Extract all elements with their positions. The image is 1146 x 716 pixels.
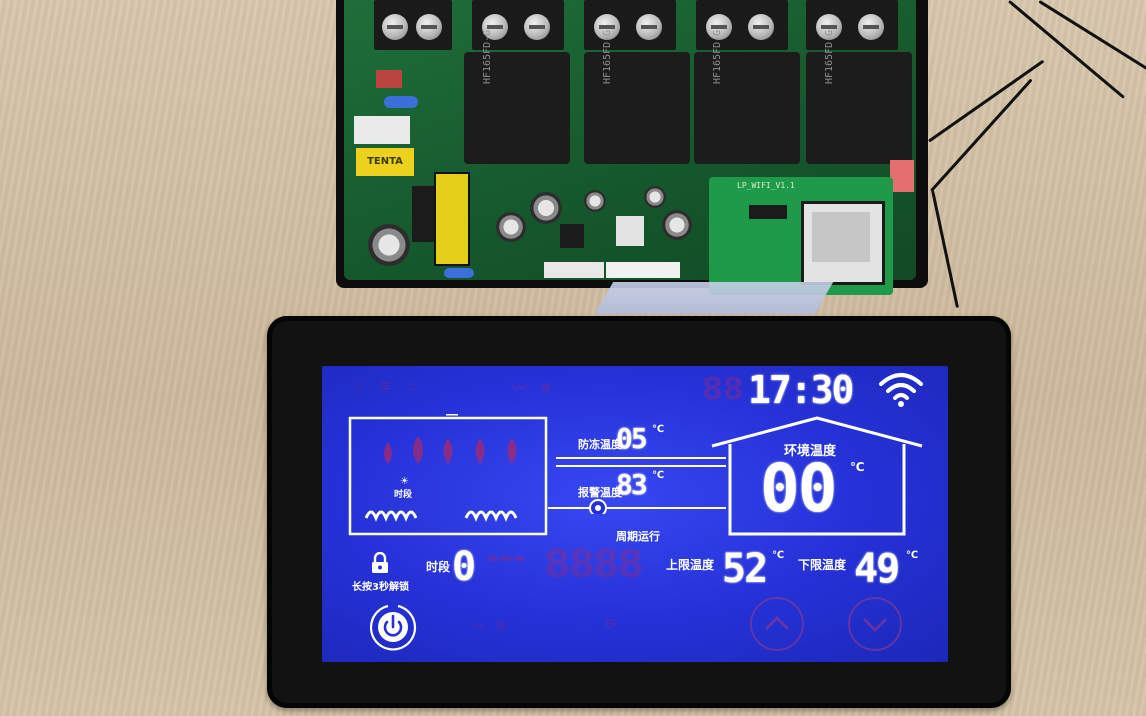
ghost-indicator: 〰 ❋	[512, 381, 553, 397]
ghost-digits: 8888	[544, 542, 644, 586]
inductor	[354, 116, 410, 144]
ic-chip	[560, 224, 584, 248]
capacitor	[444, 268, 474, 278]
lower-limit-label: 下限温度	[798, 558, 847, 572]
buzzer	[662, 210, 692, 240]
screw-terminal	[482, 14, 508, 40]
lower-limit-value: 49	[854, 546, 900, 592]
terminal-block	[584, 0, 676, 50]
wifi-module: LP_WIFI_V1.1	[709, 177, 893, 295]
svg-text:☀: ☀	[400, 476, 409, 487]
electrolytic-capacitor	[368, 224, 410, 266]
relay-label: HF165FD-G	[602, 29, 613, 84]
connector	[544, 262, 604, 278]
upper-limit-label: 上限温度	[666, 558, 715, 572]
relay: HF165FD-G	[584, 30, 690, 164]
terminal-block	[696, 0, 788, 50]
chevron-up-icon	[750, 597, 804, 651]
led-indicator	[890, 160, 914, 192]
transformer	[412, 186, 434, 242]
electrolytic-capacitor	[530, 192, 562, 224]
screw-terminal	[858, 14, 884, 40]
screw-terminal	[416, 14, 442, 40]
pipes	[548, 457, 726, 514]
electrolytic-capacitor	[496, 212, 526, 242]
screw-terminal	[748, 14, 774, 40]
lcd-screen: ♨ ≋ ♨ 〰 ❋ 88 17:30 ☀ 时段	[322, 366, 948, 662]
ghost-indicator: ♨ ≋ ♨	[352, 378, 419, 394]
ambient-temp-unit: ℃	[850, 460, 865, 474]
ghost-segment: ▬▬▬	[486, 550, 526, 566]
alarm-label: 报警温度	[578, 486, 622, 499]
lock-label: 长按3秒解锁	[352, 582, 409, 593]
lower-limit-unit: ℃	[906, 550, 919, 561]
cycle-run-label: 周期运行	[616, 530, 660, 543]
wifi-icon	[879, 373, 923, 407]
alarm-unit: ℃	[652, 470, 665, 481]
relay: HF165FD-G	[464, 30, 570, 164]
alarm-value: 83	[616, 468, 648, 501]
capacitor	[384, 96, 418, 108]
tenta-component: TENTA	[356, 148, 414, 176]
film-capacitor	[434, 172, 470, 266]
screw-terminal	[816, 14, 842, 40]
resistor	[376, 70, 402, 88]
anti-freeze-unit: ℃	[652, 424, 665, 435]
relay-label: HF165FD-G	[824, 29, 835, 84]
time-period-value: 0	[452, 544, 476, 590]
cable	[930, 78, 1033, 193]
relay-label: HF165FD-G	[482, 29, 493, 84]
power-icon	[369, 604, 417, 651]
esp-chip	[801, 201, 885, 285]
connector	[616, 216, 644, 246]
tank-panel: ☀	[348, 414, 548, 536]
terminal-block	[472, 0, 564, 50]
relay: HF165FD-G	[694, 30, 800, 164]
electrolytic-capacitor	[584, 190, 606, 212]
connector	[606, 262, 680, 278]
anti-freeze-label: 防冻温度	[578, 438, 622, 451]
relay-label: HF165FD-G	[712, 29, 723, 84]
lock-icon	[372, 552, 388, 573]
anti-freeze-value: 05	[616, 422, 648, 455]
ghost-digits: 88	[702, 372, 744, 407]
ambient-temp-value: 00	[760, 450, 837, 527]
ghost-indicator: ◌ ⊙	[578, 616, 617, 632]
header-pins	[749, 205, 787, 219]
wifi-module-label: LP_WIFI_V1.1	[737, 181, 795, 190]
screw-terminal	[636, 14, 662, 40]
ghost-indicator: ▭ ◍	[472, 618, 507, 632]
terminal-block	[806, 0, 898, 50]
screw-terminal	[706, 14, 732, 40]
cable	[931, 190, 959, 309]
circuit-board: HF165FD-G HF165FD-G HF165FD-G HF165FD-G …	[344, 0, 916, 295]
chevron-down-icon	[848, 597, 902, 651]
increase-button[interactable]	[744, 596, 810, 652]
screw-terminal	[594, 14, 620, 40]
relay: HF165FD-G	[806, 30, 912, 164]
power-button[interactable]	[362, 602, 424, 652]
upper-limit-value: 52	[722, 546, 768, 592]
house-outline	[711, 416, 923, 536]
time-period-label: 时段	[426, 560, 451, 574]
ribbon-cable	[594, 282, 834, 314]
time-period-small-label: 时段	[394, 490, 413, 500]
electrolytic-capacitor	[644, 186, 666, 208]
clock-display: 17:30	[748, 368, 854, 412]
terminal-block	[374, 0, 452, 50]
relay-control-board: HF165FD-G HF165FD-G HF165FD-G HF165FD-G …	[336, 0, 928, 295]
screw-terminal	[382, 14, 408, 40]
screw-terminal	[524, 14, 550, 40]
upper-limit-unit: ℃	[772, 550, 785, 561]
decrease-button[interactable]	[842, 596, 908, 652]
ambient-temp-label: 环境温度	[784, 444, 837, 459]
